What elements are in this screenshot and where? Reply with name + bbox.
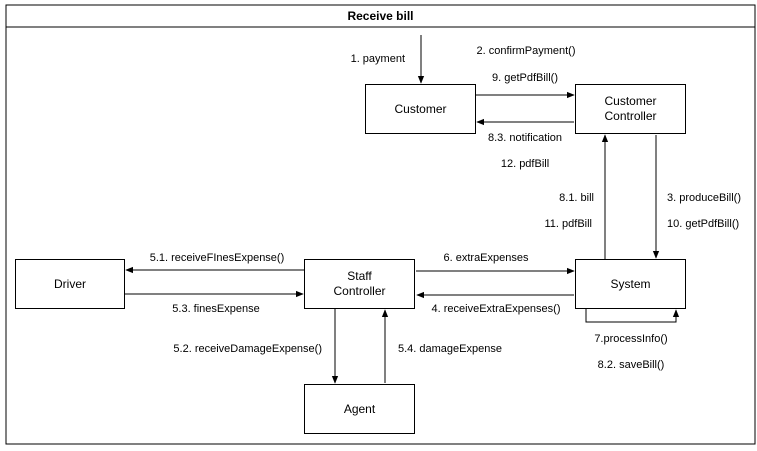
- msg-receive-fines-expense: 5.1. receiveFInesExpense(): [149, 252, 285, 264]
- node-system-label: System: [610, 276, 651, 291]
- node-customer: Customer: [365, 84, 476, 134]
- msg-extra-expenses: 6. extraExpenses: [443, 252, 529, 264]
- node-staff-controller-label-1: Staff: [347, 269, 372, 283]
- diagram-frame: [5, 4, 756, 445]
- node-agent: Agent: [304, 384, 415, 434]
- node-staff-controller: Staff Controller: [304, 259, 415, 309]
- msg-notification: 8.3. notification: [488, 132, 562, 144]
- msg-pdf-bill-12: 12. pdfBill: [500, 158, 550, 170]
- msg-fines-expense: 5.3. finesExpense: [172, 303, 260, 315]
- msg-get-pdf-bill-9: 9. getPdfBill(): [491, 72, 559, 84]
- node-staff-controller-label-2: Controller: [333, 284, 386, 298]
- node-customer-controller: Customer Controller: [575, 84, 686, 134]
- msg-pdf-bill-11: 11. pdfBill: [544, 218, 593, 230]
- msg-receive-extra-expenses: 4. receiveExtraExpenses(): [431, 303, 561, 315]
- arrow-self-loop: [585, 309, 680, 323]
- msg-confirm-payment: 2. confirmPayment(): [476, 45, 576, 57]
- msg-bill: 8.1. bill: [559, 192, 594, 204]
- node-driver-label: Driver: [54, 276, 86, 291]
- msg-save-bill: 8.2. saveBill(): [597, 359, 665, 371]
- node-customer-controller-label-1: Customer: [604, 94, 657, 108]
- msg-get-pdf-bill-10: 10. getPdfBill(): [667, 218, 740, 230]
- node-agent-label: Agent: [343, 401, 376, 416]
- node-customer-label: Customer: [394, 101, 447, 116]
- msg-damage-expense: 5.4. damageExpense: [398, 343, 502, 355]
- msg-payment: 1. payment: [350, 53, 405, 65]
- node-driver: Driver: [15, 259, 125, 309]
- node-customer-controller-label-2: Controller: [604, 109, 657, 123]
- msg-receive-damage-expense: 5.2. receiveDamageExpense(): [173, 343, 322, 355]
- msg-produce-bill: 3. produceBill(): [667, 192, 741, 204]
- diagram-title: Receive bill: [347, 9, 414, 23]
- msg-process-info: 7.processInfo(): [594, 333, 668, 345]
- node-system: System: [575, 259, 686, 309]
